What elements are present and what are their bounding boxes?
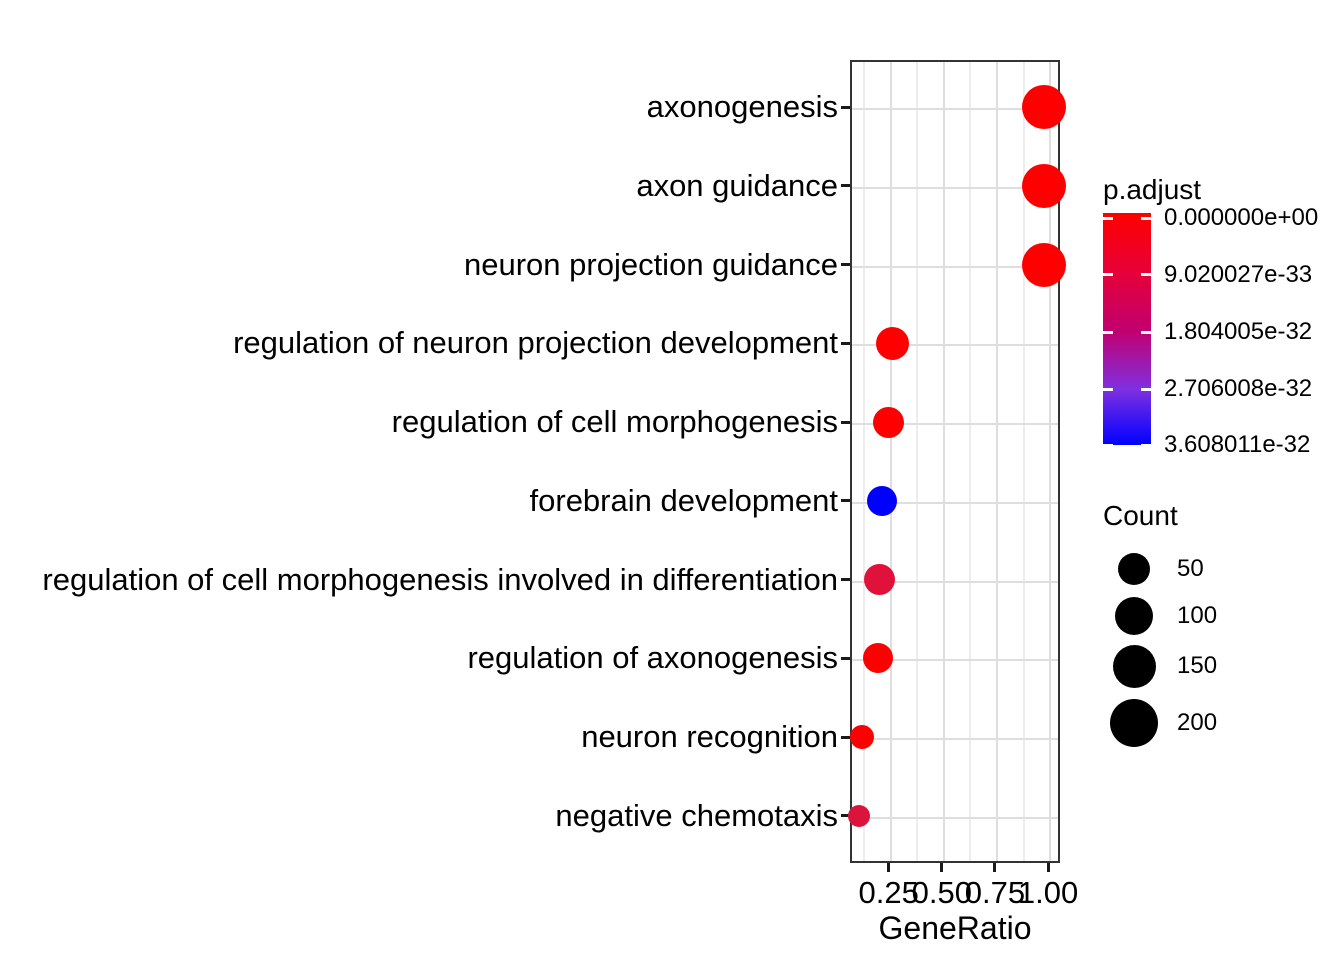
size-legend-title: Count [1103,500,1178,531]
y-axis-tick [841,814,850,818]
y-major-gridline [852,501,1058,504]
y-axis-tick [841,656,850,660]
category-label: forebrain development [529,482,838,518]
x-major-gridline [995,62,998,861]
x-major-gridline [942,62,945,861]
category-label: negative chemotaxis [555,797,838,833]
data-point-dot [873,406,905,438]
x-minor-gridline [969,62,972,861]
data-point-dot [1021,85,1066,130]
x-axis-tick [887,863,891,872]
data-point-dot [1021,163,1066,208]
data-point-dot [876,326,910,360]
y-major-gridline [852,265,1058,268]
size-legend-circle [1118,553,1150,585]
x-minor-gridline [916,62,919,861]
colorbar-tick-left [1103,330,1113,334]
size-legend-label: 150 [1177,652,1218,679]
category-label: axonogenesis [646,89,838,125]
y-major-gridline [852,423,1058,426]
y-major-gridline [852,738,1058,741]
colorbar-tick-label: 2.706008e-32 [1164,375,1313,403]
x-tick-label: 1.00 [1017,875,1079,910]
colorbar-tick-left [1103,216,1113,220]
x-axis-tick [940,863,944,872]
data-point-dot [866,485,897,516]
y-axis-tick [841,184,850,188]
data-point-dot [863,564,895,596]
data-point-dot [850,725,875,750]
y-major-gridline [852,108,1058,111]
x-tick-label: 0.75 [964,875,1026,910]
category-label: regulation of cell morphogenesis involve… [42,561,838,597]
category-label: regulation of axonogenesis [467,640,838,676]
y-axis-tick [841,735,850,739]
data-point-dot [863,643,894,674]
colorbar-tick-label: 3.608011e-32 [1164,431,1311,458]
y-axis-tick [841,341,850,345]
y-major-gridline [852,580,1058,583]
colorbar-tick-right [1141,216,1151,220]
size-legend-circle [1110,699,1158,747]
colorbar-tick-left [1103,387,1113,391]
colorbar-tick-label: 0.000000e+00 [1164,204,1319,232]
y-axis-tick [841,420,850,424]
colorbar-tick-left [1103,443,1113,447]
x-major-gridline [889,62,892,861]
y-axis-tick [841,499,850,503]
x-axis-title: GeneRatio [878,910,1032,946]
data-point-dot [847,804,870,827]
colorbar-tick-right [1141,273,1151,277]
colorbar-tick-label: 9.020027e-33 [1164,260,1313,288]
color-legend-title: p.adjust [1103,174,1202,205]
y-axis-tick [841,578,850,582]
colorbar-tick-right [1141,387,1151,391]
colorbar-tick-label: 1.804005e-32 [1164,318,1313,346]
color-legend-gradient-bar [1103,213,1151,445]
y-major-gridline [852,659,1058,662]
colorbar-tick-right [1141,330,1151,334]
size-legend-label: 100 [1177,602,1218,629]
size-legend-label: 50 [1177,555,1204,582]
size-legend-circle [1112,644,1156,688]
x-major-gridline [1049,62,1052,861]
category-label: axon guidance [636,167,838,203]
x-tick-label: 0.50 [911,875,972,910]
y-major-gridline [852,344,1058,347]
y-axis-tick [841,105,850,109]
x-minor-gridline [1022,62,1025,861]
x-tick-label: 0.25 [858,875,919,910]
colorbar-tick-left [1103,273,1113,277]
colorbar-tick-right [1141,443,1151,447]
category-label: regulation of neuron projection developm… [233,325,838,361]
size-legend-label: 200 [1177,709,1218,736]
category-label: neuron projection guidance [464,246,838,282]
y-major-gridline [852,816,1058,819]
category-label: neuron recognition [581,719,838,755]
x-minor-gridline [863,62,866,861]
size-legend-circle [1115,597,1153,635]
y-major-gridline [852,186,1058,189]
x-axis-tick [993,863,997,872]
data-point-dot [1021,242,1066,287]
y-axis-tick [841,263,850,267]
category-label: regulation of cell morphogenesis [391,404,838,440]
x-axis-tick [1046,863,1050,872]
